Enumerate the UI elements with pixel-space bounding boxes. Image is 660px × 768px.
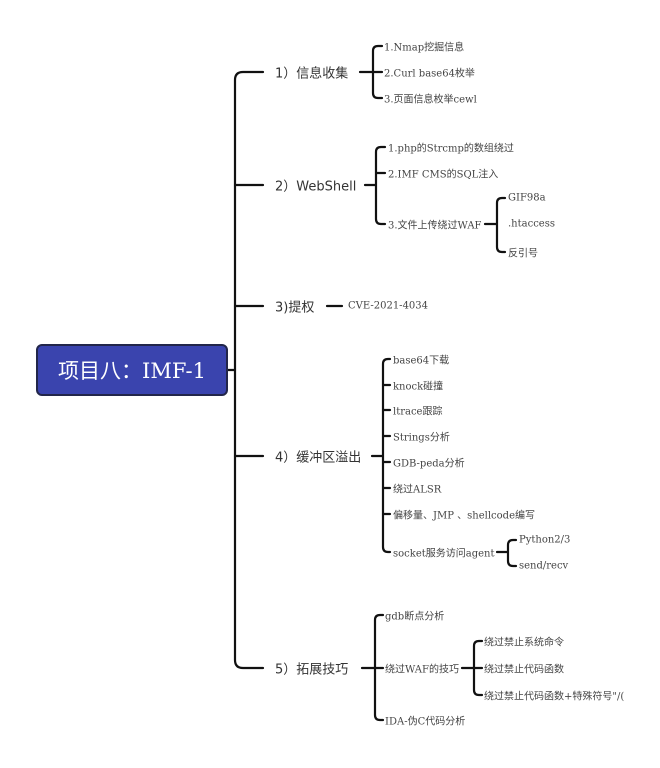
node-htaccess[interactable]: .htaccess [508, 218, 555, 230]
node-cewl[interactable]: 3.页面信息枚举cewl [384, 94, 477, 106]
waf-tips-bracket [460, 639, 484, 697]
node-offset-jmp-shellcode[interactable]: 偏移量、JMP 、shellcode编写 [393, 510, 535, 522]
node-ltrace[interactable]: ltrace跟踪 [393, 406, 443, 418]
branch-privilege-escalation[interactable]: 3)提权 [275, 300, 315, 316]
node-curl-base64[interactable]: 2.Curl base64枚举 [384, 68, 475, 80]
node-backtick[interactable]: 反引号 [508, 248, 538, 260]
branch-5-bracket [360, 613, 385, 722]
branch-extended-tips[interactable]: 5）拓展技巧 [275, 662, 349, 678]
branch-info-gathering[interactable]: 1）信息收集 [275, 66, 349, 82]
node-gif98a[interactable]: GIF98a [508, 192, 546, 204]
socket-bracket [495, 538, 518, 568]
root-node[interactable]: 项目八：IMF-1 [36, 344, 228, 396]
node-sql-injection[interactable]: 2.IMF CMS的SQL注入 [388, 169, 499, 181]
waf-bracket [483, 196, 507, 254]
node-strings[interactable]: Strings分析 [393, 432, 450, 444]
node-waf-tips[interactable]: 绕过WAF的技巧 [385, 664, 459, 676]
node-nmap[interactable]: 1.Nmap挖掘信息 [384, 42, 465, 54]
branch-buffer-overflow[interactable]: 4）缓冲区溢出 [275, 450, 362, 466]
node-upload-bypass-waf[interactable]: 3.文件上传绕过WAF [388, 220, 482, 232]
node-send-recv[interactable]: send/recv [519, 560, 569, 572]
node-gdb-peda[interactable]: GDB-peda分析 [393, 458, 465, 470]
node-base64-download[interactable]: base64下载 [393, 355, 450, 367]
node-strcmp[interactable]: 1.php的Strcmp的数组绕过 [388, 143, 514, 155]
node-ida-pseudo-c[interactable]: IDA-伪C代码分析 [385, 716, 466, 728]
node-python[interactable]: Python2/3 [519, 534, 571, 546]
branch-2-bracket [363, 145, 387, 226]
node-bypass-code-func-symbols[interactable]: 绕过禁止代码函数+特殊符号"/( [484, 691, 625, 703]
node-knock[interactable]: knock碰撞 [393, 381, 444, 393]
branch-1-bracket [358, 44, 384, 100]
node-bypass-alsr[interactable]: 绕过ALSR [393, 484, 442, 496]
node-bypass-system-cmd[interactable]: 绕过禁止系统命令 [484, 637, 564, 649]
node-gdb-breakpoint[interactable]: gdb断点分析 [385, 611, 445, 623]
branch-webshell[interactable]: 2）WebShell [275, 179, 357, 195]
main-trunk [233, 70, 265, 670]
branch-4-bracket [370, 357, 392, 554]
node-bypass-code-func[interactable]: 绕过禁止代码函数 [484, 664, 564, 676]
node-socket-agent[interactable]: socket服务访问agent [393, 548, 495, 560]
node-cve[interactable]: CVE-2021-4034 [348, 300, 429, 312]
